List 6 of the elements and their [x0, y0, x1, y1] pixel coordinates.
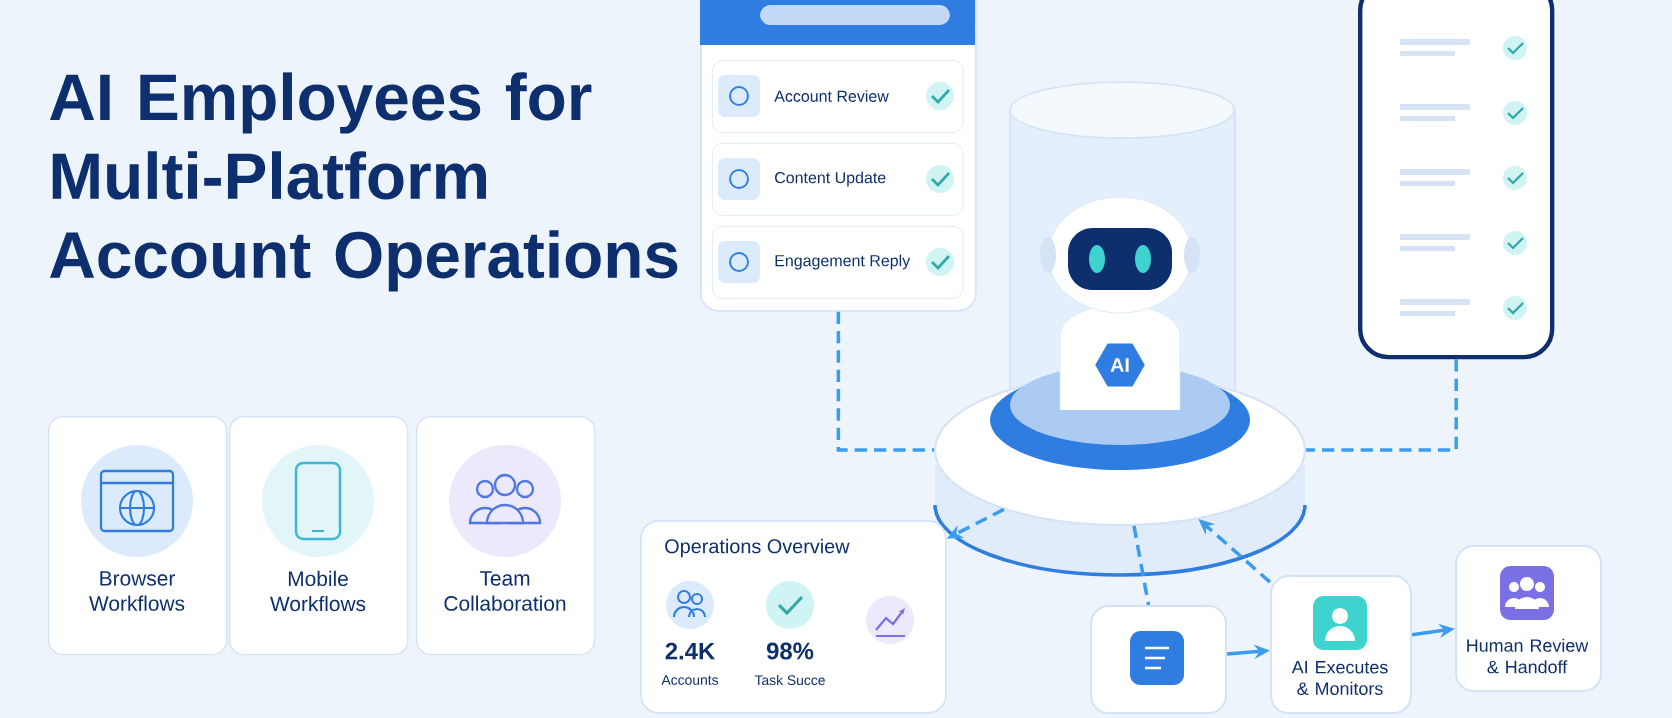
smartphone [1358, 0, 1555, 360]
connector [1306, 359, 1458, 452]
connector [836, 311, 934, 452]
connector [1132, 525, 1151, 606]
overview-card: Operations Overview 2.4K Accounts 98% Task Succe [640, 520, 947, 714]
title: AI Employees for Multi-Platform Account Operations [50, 72, 678, 292]
